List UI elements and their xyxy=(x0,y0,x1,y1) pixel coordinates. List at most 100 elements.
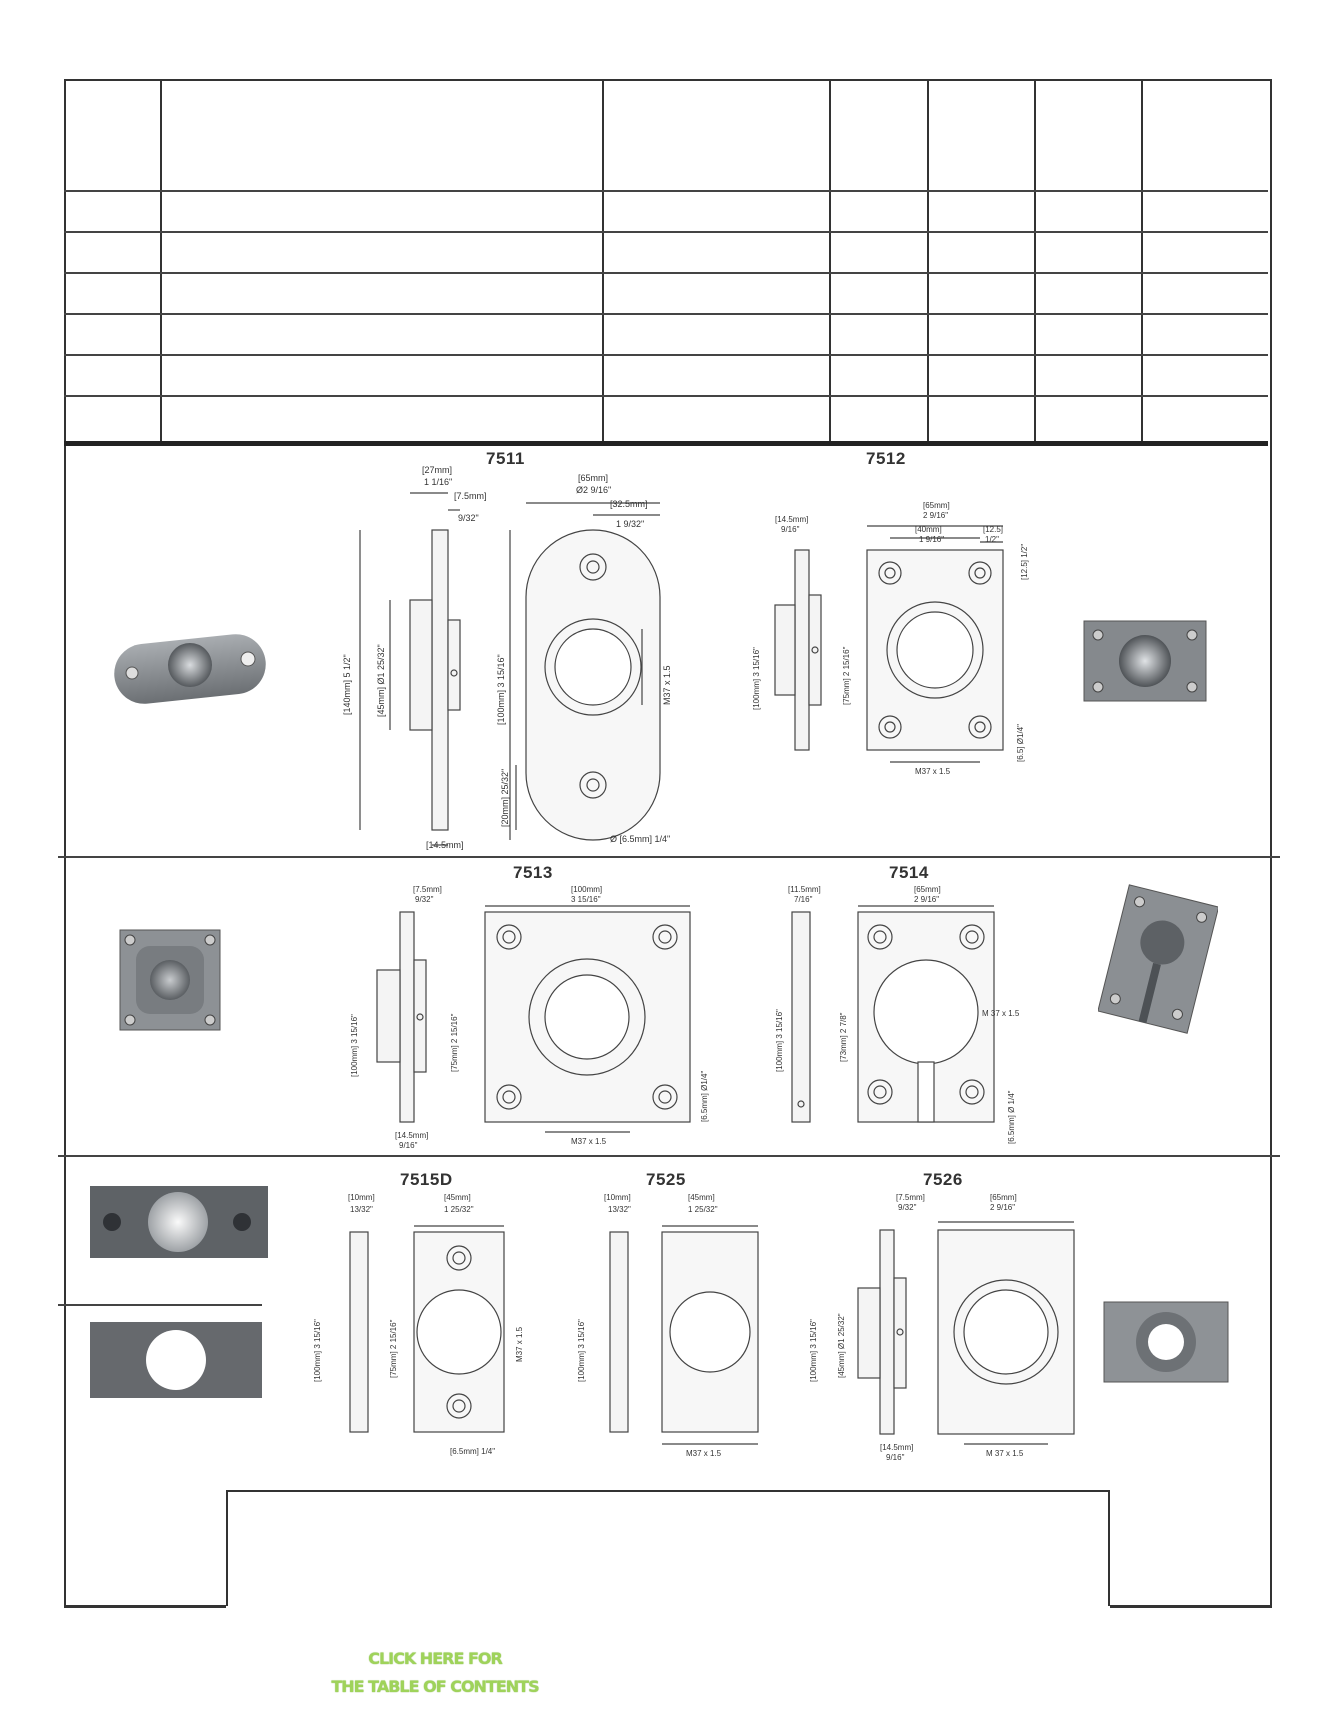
table-divider xyxy=(1141,79,1143,446)
photo-7511 xyxy=(114,634,266,704)
table-divider xyxy=(602,79,604,446)
dim-7511-hole-spacing: [100mm] 3 15/16" xyxy=(496,654,506,725)
table-divider xyxy=(829,79,831,446)
photo-7512 xyxy=(1083,620,1207,702)
dim-7511-thread: M37 x 1.5 xyxy=(662,665,672,705)
dim-7512-width-in: 2 9/16" xyxy=(923,511,948,520)
photo-7525 xyxy=(90,1322,262,1398)
dim-7525-thick-mm: [10mm] xyxy=(604,1193,631,1202)
table-of-contents-link[interactable]: CLICK HERE FOR THE TABLE OF CONTENTS xyxy=(300,1645,570,1701)
dim-7515d-width-in: 1 25/32" xyxy=(444,1205,474,1214)
dim-7511-half-in: 1 9/32" xyxy=(616,519,644,529)
dim-7512-thick-in: 9/16" xyxy=(781,525,800,534)
dim-7526-boss: [45mm] Ø1 25/32" xyxy=(837,1313,846,1378)
photo-7526 xyxy=(1103,1301,1229,1383)
dim-7514-thick-mm: [11.5mm] xyxy=(788,885,821,894)
footer-notch xyxy=(226,1490,1110,1608)
drawing-7512: [65mm] 2 9/16" [40mm] 1 9/16" [12.5] 1/2… xyxy=(752,501,1029,776)
dim-7526-width-mm: [65mm] xyxy=(990,1193,1017,1202)
dim-7513-spacing: [75mm] 2 15/16" xyxy=(450,1013,459,1072)
dim-7525-width-mm: [45mm] xyxy=(688,1193,715,1202)
dim-7511-width-mm: [27mm] xyxy=(422,465,452,475)
drawing-7514: [11.5mm] 7/16" [65mm] 2 9/16" [100mm] 3 … xyxy=(775,885,1020,1144)
dim-7514-spacing: [73mm] 2 7/8" xyxy=(839,1012,848,1062)
dim-7514-thick-in: 7/16" xyxy=(794,895,813,904)
dim-7526-depth-in: 9/16" xyxy=(886,1453,905,1462)
dim-7512-edge-mm: [12.5] xyxy=(983,525,1003,534)
dim-7515d-height: [100mm] 3 15/16" xyxy=(313,1319,322,1382)
table-row xyxy=(64,272,1268,274)
photo-7515d xyxy=(90,1186,268,1258)
dim-7511-edge: [20mm] 25/32" xyxy=(500,769,510,827)
dim-7512-thick-mm: [14.5mm] xyxy=(775,515,808,524)
table-divider xyxy=(927,79,929,446)
model-label-7513: 7513 xyxy=(513,863,553,882)
spec-table xyxy=(64,79,1272,446)
table-row xyxy=(64,354,1268,356)
dim-7514-thread: M 37 x 1.5 xyxy=(982,1009,1020,1018)
photo-divider xyxy=(58,1304,262,1306)
dim-7513-thick-in: 9/32" xyxy=(415,895,434,904)
dim-7515d-width-mm: [45mm] xyxy=(444,1193,471,1202)
notch-gap xyxy=(226,1606,1110,1610)
dim-7525-height: [100mm] 3 15/16" xyxy=(577,1319,586,1382)
toc-link-line-1: CLICK HERE FOR xyxy=(368,1649,503,1668)
dim-7513-hole: [6.5mm] Ø1/4" xyxy=(700,1071,709,1122)
dim-7525-thread: M37 x 1.5 xyxy=(686,1449,722,1458)
dim-7514-width-mm: [65mm] xyxy=(914,885,941,894)
table-divider xyxy=(1034,79,1036,446)
dim-7526-thick-mm: [7.5mm] xyxy=(896,1193,925,1202)
dim-7515d-hole: [6.5mm] 1/4" xyxy=(450,1447,495,1456)
toc-link-line-2: THE TABLE OF CONTENTS xyxy=(331,1677,539,1696)
photo-7513 xyxy=(119,929,221,1031)
section-divider xyxy=(58,856,1280,858)
dim-7526-thick-in: 9/32" xyxy=(898,1203,917,1212)
model-label-7515d: 7515D xyxy=(400,1170,453,1189)
dim-7513-depth-mm: [14.5mm] xyxy=(395,1131,428,1140)
dim-7512-hole-mm: [40mm] xyxy=(915,525,942,534)
dim-7526-height: [100mm] 3 15/16" xyxy=(809,1319,818,1382)
model-label-7512: 7512 xyxy=(866,449,906,468)
dim-7511-half-mm: [32.5mm] xyxy=(610,499,648,509)
dim-7511-boss-depth: [14.5mm] xyxy=(426,840,464,850)
dim-7526-thread: M 37 x 1.5 xyxy=(986,1449,1024,1458)
dim-7511-plate-mm: [65mm] xyxy=(578,473,608,483)
dim-7525-thick-in: 13/32" xyxy=(608,1205,631,1214)
dim-7512-spacing: [75mm] 2 15/16" xyxy=(842,646,851,705)
model-label-7511: 7511 xyxy=(486,449,525,468)
table-row xyxy=(64,313,1268,315)
dim-7514-hole: [6.5mm] Ø 1/4" xyxy=(1007,1090,1016,1144)
dim-7514-height: [100mm] 3 15/16" xyxy=(775,1009,784,1072)
dim-7511-boss: [45mm] Ø1 25/32" xyxy=(376,644,386,717)
drawing-7513: [7.5mm] 9/32" [100mm] 3 15/16" [100mm] 3… xyxy=(350,885,709,1150)
model-label-7514: 7514 xyxy=(889,863,929,882)
dim-7511-thick-mm: [7.5mm] xyxy=(454,491,487,501)
dim-7514-width-in: 2 9/16" xyxy=(914,895,939,904)
dim-7515d-spacing: [75mm] 2 15/16" xyxy=(389,1319,398,1378)
table-row xyxy=(64,231,1268,233)
dim-7513-width-in: 3 15/16" xyxy=(571,895,601,904)
frame-bottom-left xyxy=(64,1606,226,1608)
section-divider xyxy=(58,1155,1280,1157)
dim-7512-edge-in: 1/2" xyxy=(985,535,999,544)
frame-bottom-right xyxy=(1110,1606,1272,1608)
table-row xyxy=(64,395,1268,397)
dim-7525-width-in: 1 25/32" xyxy=(688,1205,718,1214)
drawing-7525: [10mm] 13/32" [45mm] 1 25/32" [100mm] 3 … xyxy=(577,1193,759,1458)
dim-7515d-thick-in: 13/32" xyxy=(350,1205,373,1214)
dim-7515d-thread: M37 x 1.5 xyxy=(515,1326,524,1362)
dim-7526-width-in: 2 9/16" xyxy=(990,1203,1015,1212)
dim-7513-thick-mm: [7.5mm] xyxy=(413,885,442,894)
table-bottom-rule xyxy=(64,441,1268,446)
dim-7515d-thick-mm: [10mm] xyxy=(348,1193,375,1202)
dim-7513-thread: M37 x 1.5 xyxy=(571,1137,607,1146)
drawing-7511: [27mm] 1 1/16" [7.5mm] 9/32" [65mm] Ø2 9… xyxy=(342,465,672,850)
dim-7512-width-mm: [65mm] xyxy=(923,501,950,510)
dim-7511-hole: Ø [6.5mm] 1/4" xyxy=(610,834,670,844)
dim-7511-height: [140mm] 5 1/2" xyxy=(342,654,352,715)
dim-7511-width-in: 1 1/16" xyxy=(424,477,452,487)
drawing-7526: [7.5mm] 9/32" [65mm] 2 9/16" [100mm] 3 1… xyxy=(809,1193,1075,1462)
model-label-7526: 7526 xyxy=(923,1170,963,1189)
dim-7513-width-mm: [100mm] xyxy=(571,885,602,894)
dim-7512-thread: M37 x 1.5 xyxy=(915,767,951,776)
